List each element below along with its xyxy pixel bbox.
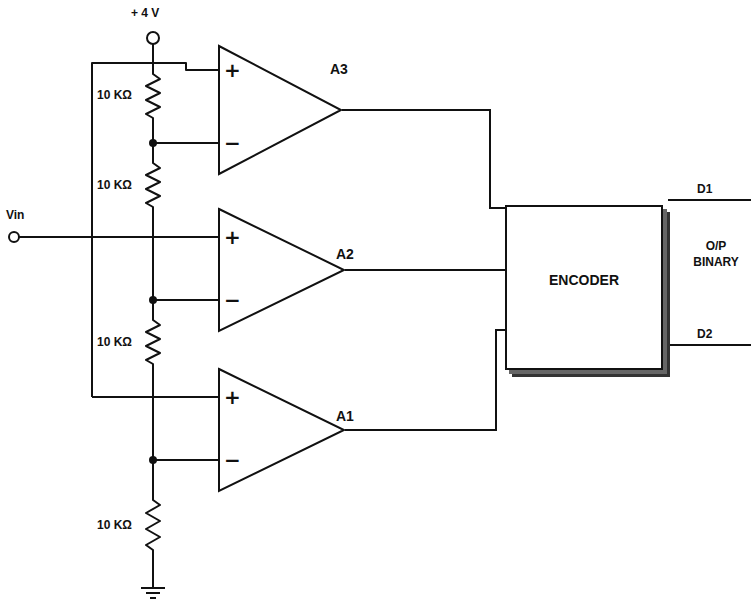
resistor-symbol bbox=[146, 143, 160, 300]
input-sign: − bbox=[224, 133, 241, 153]
input-sign: − bbox=[224, 290, 241, 310]
op-amp-name: A3 bbox=[330, 61, 348, 77]
signal-wire bbox=[342, 110, 505, 208]
encoder-box: ENCODER bbox=[505, 205, 663, 370]
input-sign: + bbox=[224, 387, 241, 407]
op-amp-name: A1 bbox=[336, 408, 354, 424]
signal-wire bbox=[345, 269, 505, 271]
resistor-value: 10 KΩ bbox=[97, 335, 132, 349]
input-terminal bbox=[9, 232, 19, 242]
resistor-value: 10 KΩ bbox=[97, 88, 132, 102]
signal-name: D1 bbox=[697, 182, 712, 196]
input-sign: + bbox=[224, 227, 241, 247]
junction-dot bbox=[149, 139, 157, 147]
op-amp: +−A1 bbox=[218, 368, 345, 492]
supply-label: + 4 V bbox=[131, 6, 159, 20]
resistor-symbol bbox=[146, 300, 160, 460]
wire bbox=[153, 299, 218, 301]
op-amp-name: A2 bbox=[336, 246, 354, 262]
output-label: O/P BINARY bbox=[686, 238, 746, 270]
box-title: ENCODER bbox=[549, 272, 619, 288]
wire bbox=[92, 63, 218, 397]
input-sign: + bbox=[224, 60, 241, 80]
junction-dot bbox=[149, 456, 157, 464]
junction-dot bbox=[149, 296, 157, 304]
wire bbox=[153, 459, 218, 461]
op-amp: +−A2 bbox=[218, 208, 345, 332]
output-line bbox=[668, 199, 751, 201]
wire bbox=[152, 44, 154, 70]
wire bbox=[153, 142, 218, 144]
ground-symbol bbox=[141, 587, 165, 589]
resistor-value: 10 KΩ bbox=[97, 518, 132, 532]
signal-wire bbox=[345, 330, 505, 430]
resistor-symbol bbox=[146, 460, 160, 588]
input-sign: − bbox=[224, 450, 241, 470]
ground-symbol bbox=[146, 592, 160, 594]
ground-symbol bbox=[150, 597, 156, 599]
supply-terminal bbox=[147, 32, 159, 44]
wire bbox=[92, 396, 218, 398]
wire bbox=[19, 236, 218, 238]
signal-name: Vin bbox=[6, 208, 24, 222]
output-line bbox=[668, 344, 751, 346]
resistor-value: 10 KΩ bbox=[97, 178, 132, 192]
op-amp: +−A3 bbox=[218, 45, 342, 175]
resistor-symbol bbox=[146, 70, 160, 143]
signal-name: D2 bbox=[697, 327, 712, 341]
